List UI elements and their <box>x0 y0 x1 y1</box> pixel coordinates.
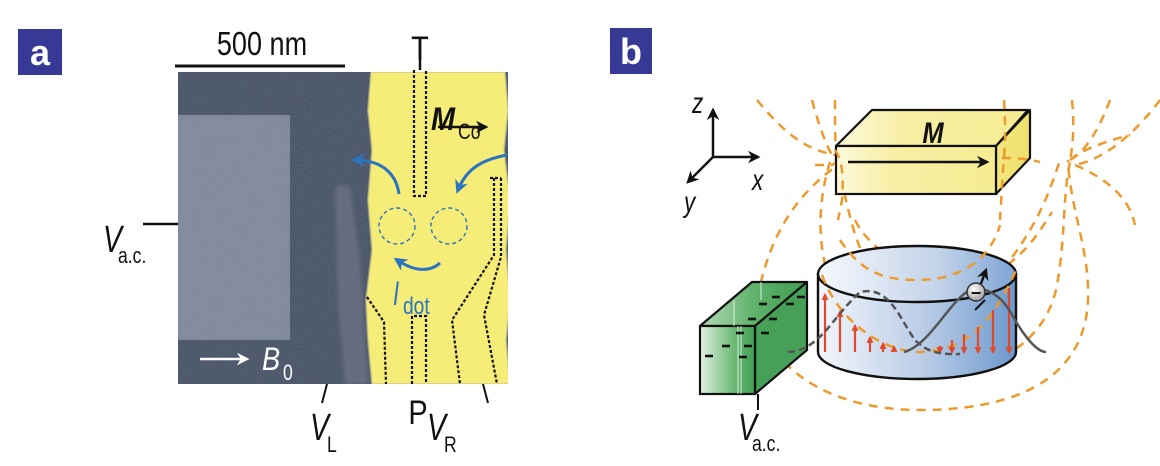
disk-top <box>816 244 1018 304</box>
x-axis-label: x <box>750 163 764 197</box>
gate-front-face <box>698 324 757 396</box>
dot-right-circle <box>430 207 468 245</box>
right-gate-inner-outline <box>450 178 496 385</box>
electron-icon <box>966 282 986 302</box>
current-arrow-interdot <box>393 257 442 271</box>
panel-b-ac-gate-subscript: a.c. <box>752 432 780 456</box>
field-symbol: B <box>262 342 280 378</box>
scale-bar-label: 500 nm <box>217 27 307 63</box>
field-subscript: 0 <box>283 361 293 385</box>
left-gate-lead <box>321 383 328 404</box>
middle-field-loop <box>819 161 1072 372</box>
plunger-contact-label: P <box>408 393 427 432</box>
wavefunction-right <box>903 287 1047 354</box>
y-axis-label: y <box>682 185 696 219</box>
ac-gate-subscript: a.c. <box>118 244 146 268</box>
panel-a: a 500 nm <box>18 27 508 458</box>
right-gate-subscript: R <box>444 433 457 457</box>
sem-image <box>178 72 508 384</box>
magnetization-subscript: Co <box>458 120 480 144</box>
plunger-gate-outline <box>410 314 428 384</box>
dot-left-circle <box>378 207 416 245</box>
micromagnet: M <box>834 108 1032 196</box>
panel-b-badge <box>610 28 652 74</box>
magnetization-symbol: M <box>431 102 456 138</box>
panel-a-badge-label: a <box>30 32 51 73</box>
negative-charges <box>705 295 805 359</box>
coordinate-axes: z x y <box>682 86 764 219</box>
left-gate-subscript: L <box>327 433 337 457</box>
top-gate-outline <box>412 70 428 198</box>
electron: − <box>966 267 989 311</box>
panel-a-badge <box>18 29 62 75</box>
gate-outlines <box>366 70 503 385</box>
magnet-label: M <box>922 116 944 149</box>
ac-gate-symbol: V <box>103 219 124 261</box>
panel-b: b z x y <box>610 28 1160 457</box>
left-gate-symbol: V <box>310 407 331 449</box>
right-gate-symbol: V <box>427 407 448 449</box>
y-axis <box>686 156 714 184</box>
quantum-dot-disk <box>816 244 1018 381</box>
panel-b-ac-gate-symbol: V <box>738 407 759 449</box>
current-symbol: I <box>393 275 399 313</box>
left-gate-outline <box>366 296 388 385</box>
current-arrow-out <box>350 153 401 195</box>
ac-gate-electrode <box>698 280 809 410</box>
magnet-front-face <box>834 144 998 196</box>
spin-arrows <box>821 288 1013 355</box>
electron-charge: − <box>971 283 982 303</box>
right-gate-lead <box>482 383 489 404</box>
gold-strip <box>366 72 508 384</box>
wavefunction-left <box>787 289 961 356</box>
top-contact-label: T <box>411 29 429 68</box>
panel-b-badge-label: b <box>620 31 642 72</box>
z-axis-label: z <box>691 86 703 120</box>
current-subscript: dot <box>403 292 430 320</box>
outer-field-loop <box>755 158 1090 412</box>
current-arrow-in <box>455 153 508 194</box>
